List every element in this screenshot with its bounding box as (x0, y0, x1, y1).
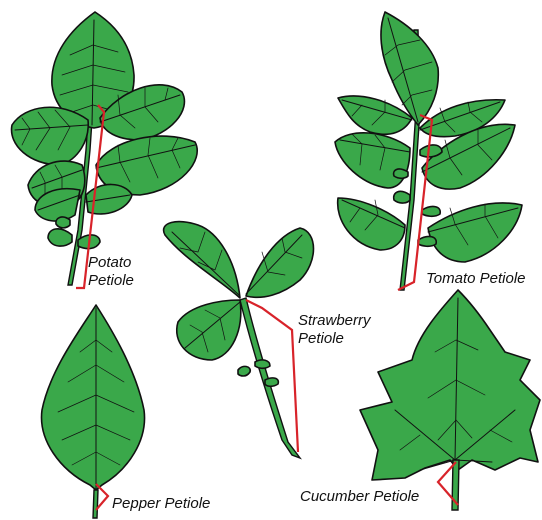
tomato-leaf (335, 12, 522, 290)
potato-label-line1: Potato (88, 254, 134, 272)
pepper-leaf (42, 305, 145, 518)
potato-label: Potato Petiole (88, 254, 134, 290)
strawberry-label: Strawberry Petiole (298, 312, 371, 348)
strawberry-petiole-marker (246, 300, 298, 452)
potato-label-line2: Petiole (88, 272, 134, 290)
tomato-label: Tomato Petiole (426, 270, 526, 288)
cucumber-leaf (360, 290, 540, 510)
pepper-label: Pepper Petiole (112, 495, 210, 513)
cucumber-label: Cucumber Petiole (300, 488, 419, 506)
potato-leaf (12, 12, 198, 288)
strawberry-label-line2: Petiole (298, 330, 371, 348)
strawberry-label-line1: Strawberry (298, 312, 371, 330)
strawberry-leaf (164, 222, 314, 458)
